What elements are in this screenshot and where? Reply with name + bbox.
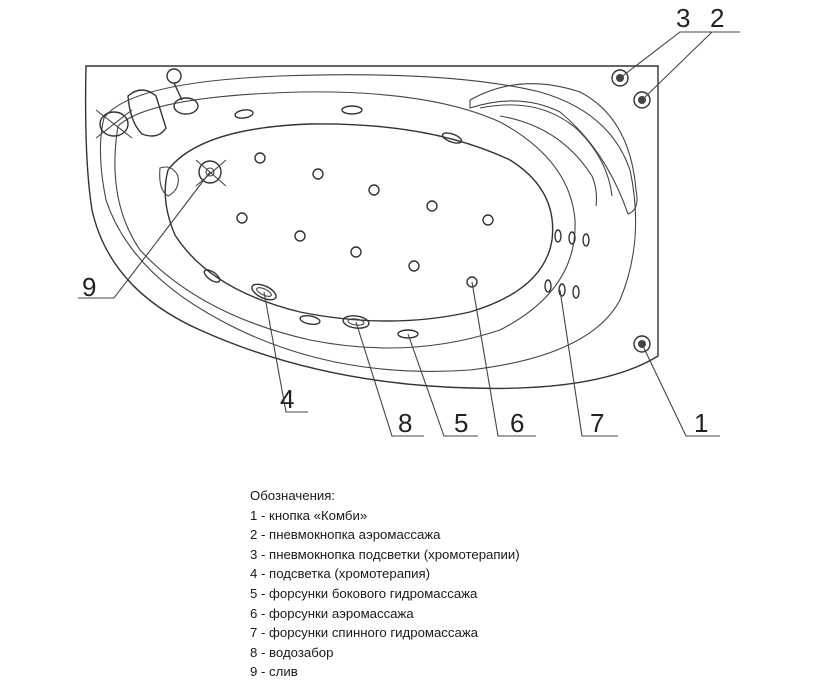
chromotherapy-light-icon bbox=[251, 283, 277, 301]
callout-5: 5 bbox=[454, 408, 468, 438]
legend-item: 4 - подсветка (хромотерапия) bbox=[250, 566, 431, 582]
seat-notch bbox=[159, 166, 179, 197]
side-hydro-jets bbox=[203, 105, 463, 339]
tub-inner-rim bbox=[99, 74, 637, 372]
callout-3: 3 bbox=[676, 3, 690, 33]
leader-lines bbox=[78, 31, 740, 437]
legend-item: 9 - слив bbox=[250, 664, 298, 680]
legend-item: 8 - водозабор bbox=[250, 644, 334, 660]
legend-item: 5 - форсунки бокового гидромассажа bbox=[250, 585, 478, 601]
faucet-icon bbox=[95, 68, 199, 139]
water-intake-icon bbox=[342, 315, 370, 329]
legend: Обозначения: 1 - кнопка «Комби» 2 - пнев… bbox=[250, 486, 520, 682]
air-jets bbox=[236, 152, 494, 288]
back-hydro-jets bbox=[544, 229, 590, 299]
headrest-inner bbox=[479, 104, 613, 197]
legend-item: 2 - пневмокнопка аэромассажа bbox=[250, 527, 441, 543]
callout-2: 2 bbox=[710, 3, 724, 33]
callout-1: 1 bbox=[694, 408, 708, 438]
basin-outer bbox=[114, 91, 576, 349]
bathtub-diagram: 3 2 1 4 8 5 6 7 9 bbox=[78, 3, 740, 438]
callout-4: 4 bbox=[280, 384, 294, 414]
legend-item: 3 - пневмокнопка подсветки (хромотерапии… bbox=[250, 546, 520, 562]
callout-7: 7 bbox=[590, 408, 604, 438]
callout-9: 9 bbox=[82, 272, 96, 302]
legend-item: 1 - кнопка «Комби» bbox=[250, 507, 368, 523]
basin-bottom bbox=[164, 123, 554, 322]
tub-outer-rim bbox=[84, 65, 659, 390]
legend-item: 6 - форсунки аэромассажа bbox=[250, 605, 414, 621]
legend-item: 7 - форсунки спинного гидромассажа bbox=[250, 625, 478, 641]
drain-icon bbox=[195, 159, 227, 187]
headrest bbox=[469, 83, 638, 215]
callout-6: 6 bbox=[510, 408, 524, 438]
legend-title: Обозначения: bbox=[250, 488, 336, 503]
callout-8: 8 bbox=[398, 408, 412, 438]
